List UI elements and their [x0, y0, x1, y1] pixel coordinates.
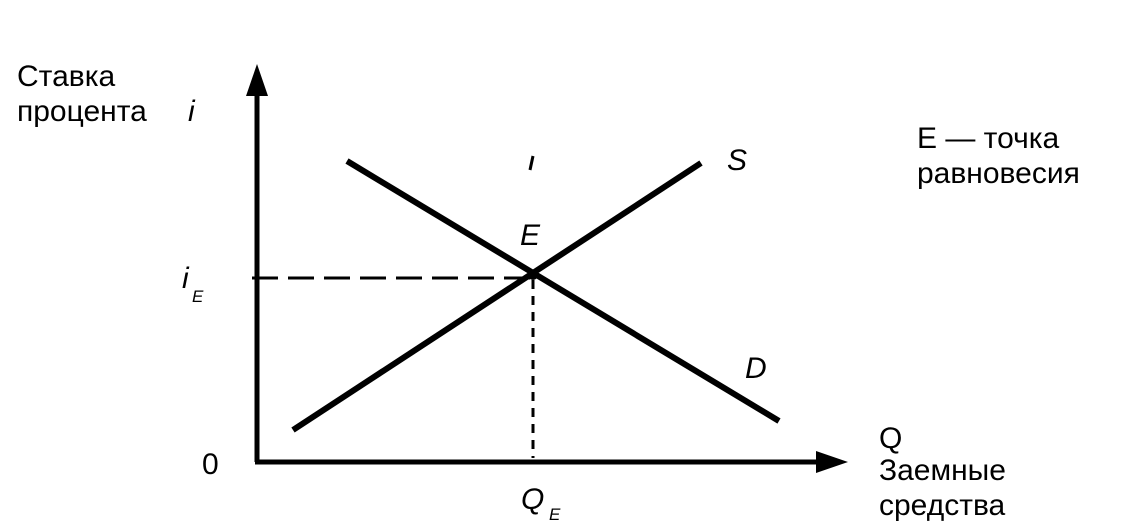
x-axis-label-symbol: Q	[879, 422, 902, 455]
legend-line1: E — точка	[917, 122, 1060, 155]
legend-line2: равновесия	[917, 157, 1080, 190]
y-axis-arrowhead	[246, 64, 268, 96]
origin-label: 0	[202, 448, 219, 481]
x-axis-label-line2: средства	[879, 489, 1006, 522]
y-axis-label-line2: процента	[17, 95, 147, 128]
supply-curve-label: S	[727, 144, 747, 177]
x-axis-arrowhead	[816, 451, 848, 473]
stray-ink-mark	[528, 155, 535, 171]
demand-curve	[345, 158, 781, 424]
y-axis-label-symbol: i	[188, 95, 196, 128]
equilibrium-point-label: E	[520, 219, 541, 252]
equilibrium-rate-subscript: E	[192, 287, 204, 306]
y-axis-label-line1: Ставка	[17, 60, 115, 93]
equilibrium-quantity-label: Q	[521, 483, 544, 516]
equilibrium-point	[528, 270, 538, 280]
equilibrium-rate-label: i	[182, 262, 190, 295]
x-axis-label-line1: Заемные	[879, 454, 1006, 487]
demand-curve-label: D	[745, 352, 767, 385]
equilibrium-quantity-subscript: E	[549, 505, 561, 524]
supply-curve	[291, 160, 703, 433]
